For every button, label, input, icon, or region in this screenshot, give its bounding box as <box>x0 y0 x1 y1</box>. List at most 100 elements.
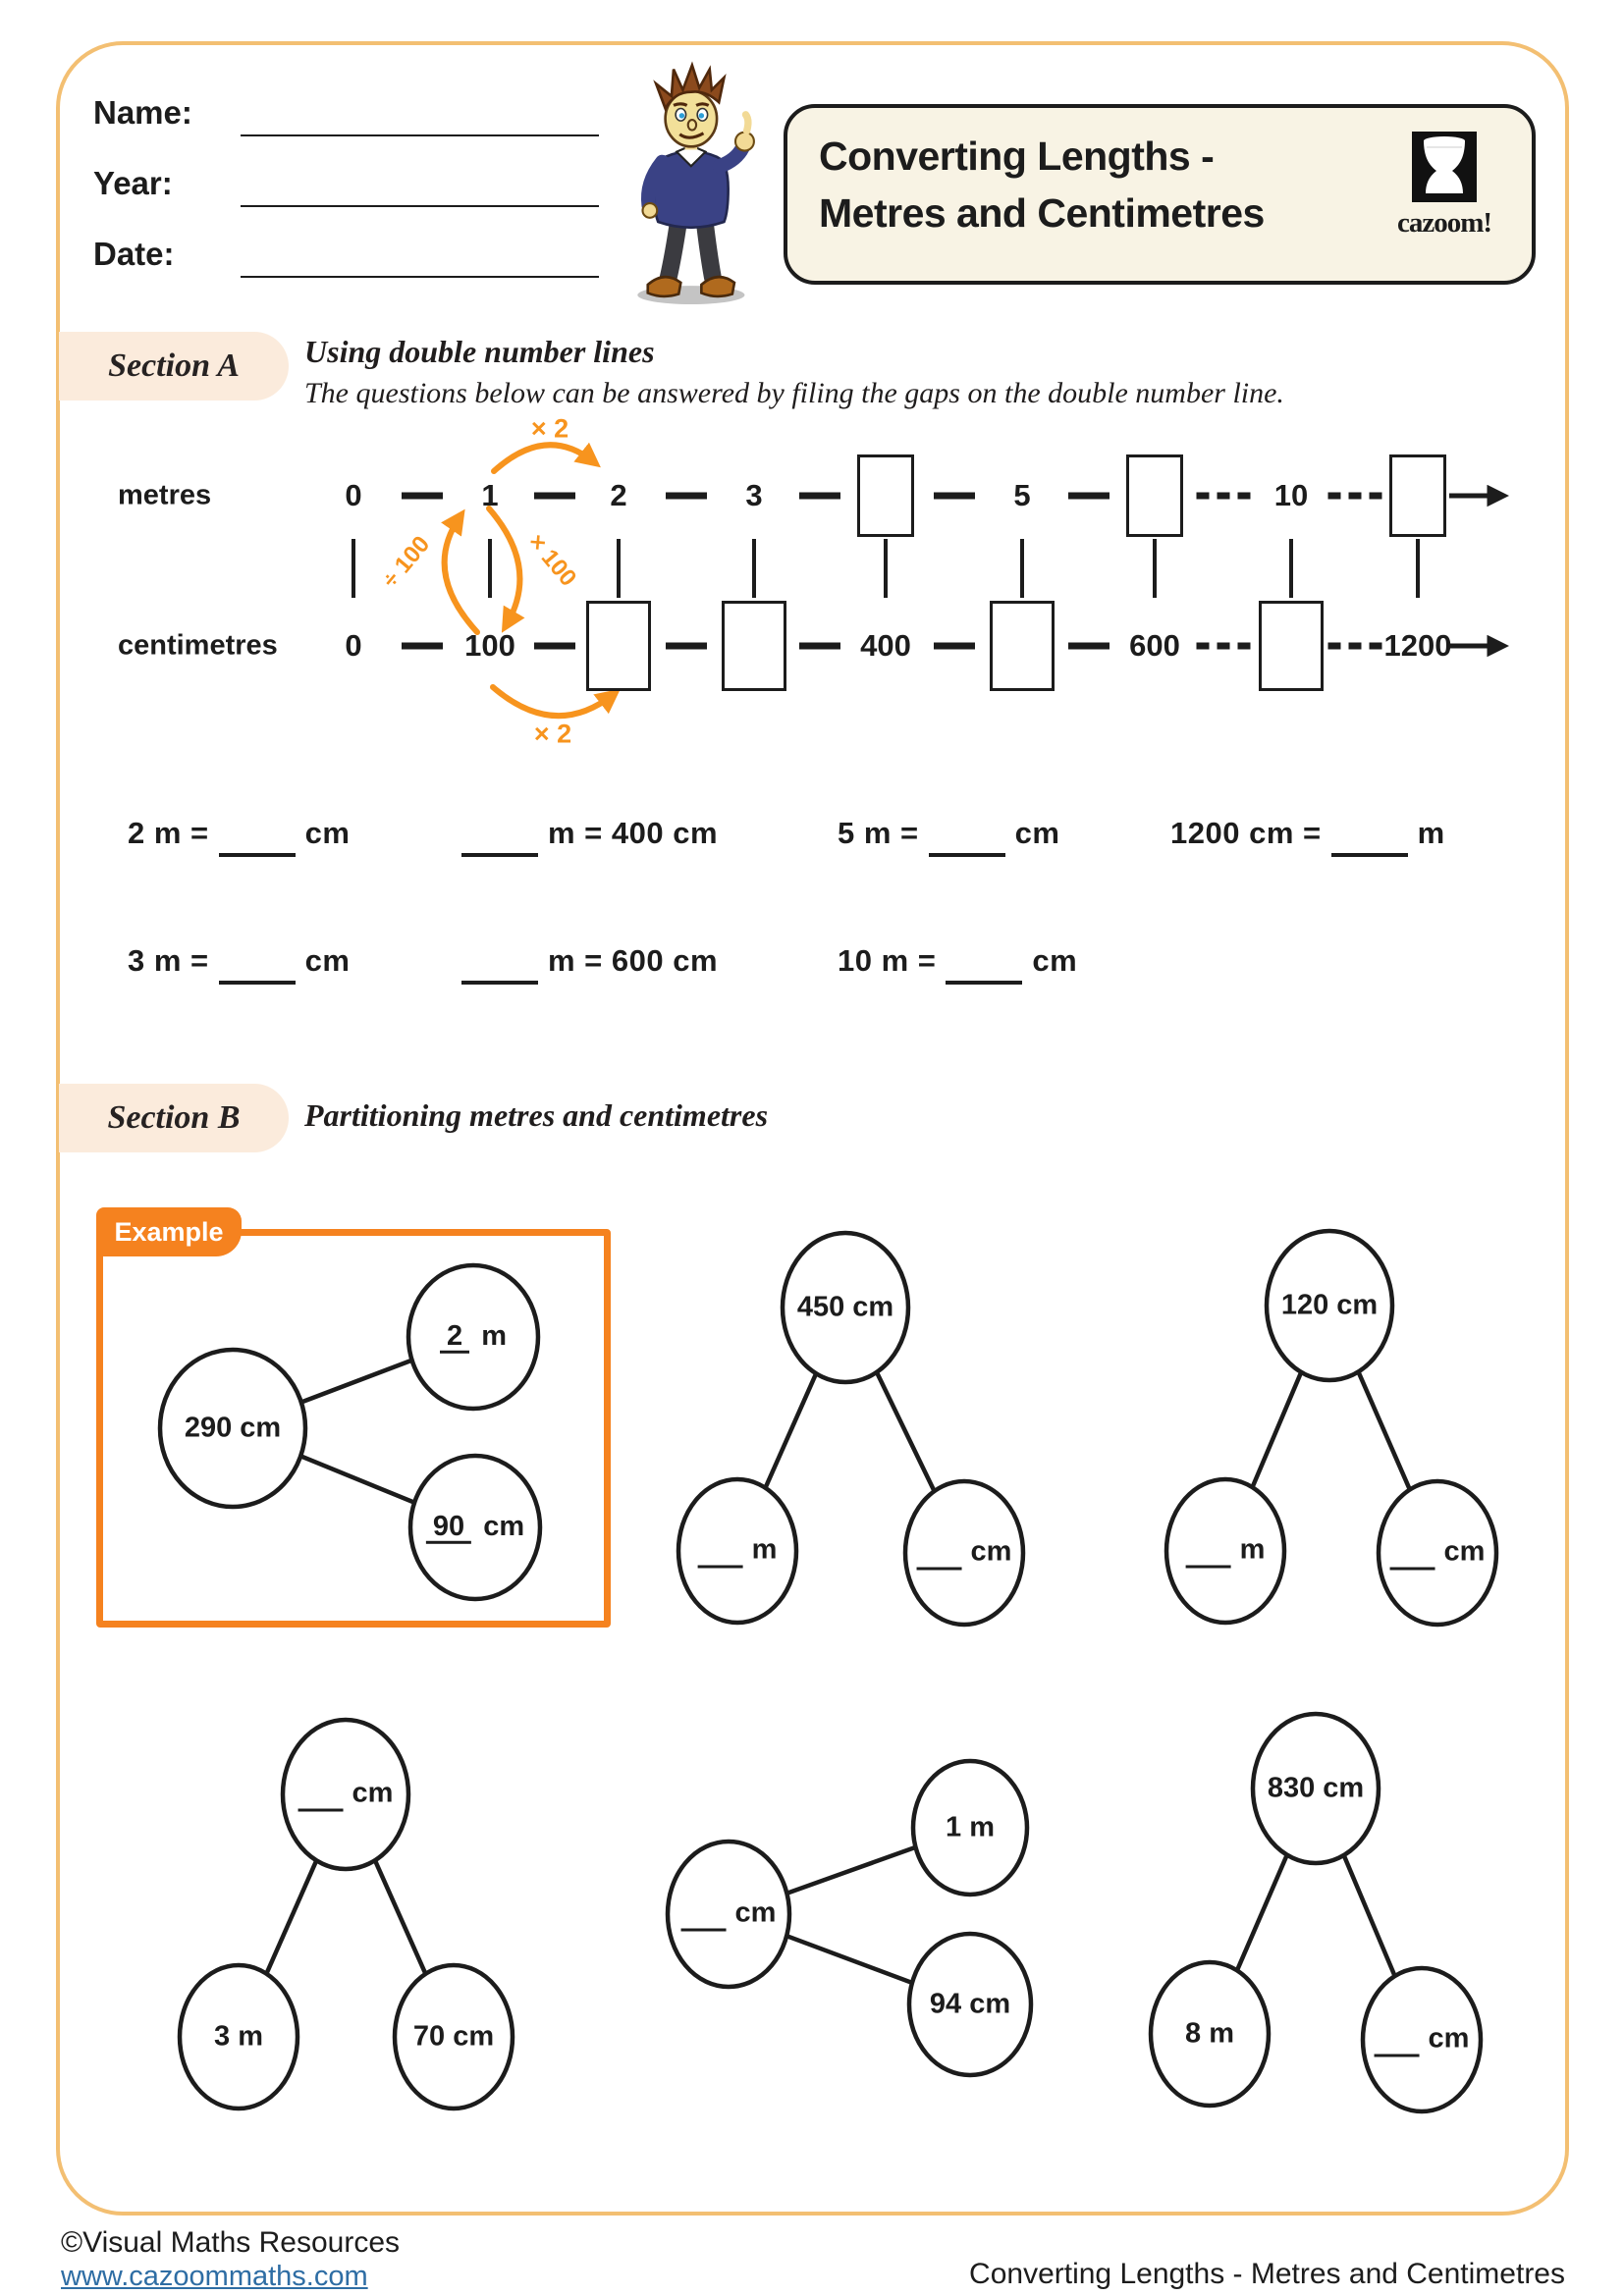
numberline-tick <box>1416 539 1420 598</box>
numberline-connector <box>1067 492 1110 500</box>
worksheet-title-box: Converting Lengths - Metres and Centimet… <box>784 104 1536 285</box>
footer-website-link[interactable]: www.cazoommaths.com <box>61 2261 368 2292</box>
circle-answer-blank[interactable] <box>1374 2031 1420 2057</box>
numberline-answer-box[interactable] <box>1126 454 1183 537</box>
numberline-tick <box>752 539 756 598</box>
numberline-connector-dashed <box>1327 642 1381 650</box>
conversion-equation: 5 m = cm <box>838 816 1059 857</box>
cazoom-logo-icon <box>1412 132 1477 202</box>
numberline-value: 2 <box>610 478 627 512</box>
equation-text: cm <box>304 943 351 978</box>
numberline-connector-dashed <box>1196 492 1250 500</box>
equation-answer-blank[interactable] <box>946 954 1023 985</box>
numberline-connector <box>933 492 975 500</box>
numberline-answer-box[interactable] <box>857 454 914 537</box>
numberline-value: 0 <box>345 478 362 512</box>
numberline-connector <box>666 492 707 500</box>
numberline-tick <box>1289 539 1293 598</box>
equation-answer-blank[interactable] <box>218 827 296 857</box>
example-answer-value: 90 <box>425 1511 472 1545</box>
numberline-connector <box>799 642 840 650</box>
year-label: Year: <box>93 165 173 201</box>
equation-answer-blank[interactable] <box>461 827 538 857</box>
circle-label: 450 cm <box>796 1291 894 1323</box>
numberline-tick <box>1020 539 1024 598</box>
circle-label: 70 cm <box>412 2020 495 2053</box>
circle-label: 830 cm <box>1267 1772 1365 1804</box>
worksheet-title-line2: Metres and Centimetres <box>819 190 1265 236</box>
cazoom-logo-text: cazoom! <box>1396 207 1492 239</box>
circle-answer-blank[interactable] <box>697 1542 743 1569</box>
year-input-line[interactable] <box>241 205 599 207</box>
circle-label: cm <box>916 1536 1011 1571</box>
numberline-tick <box>1153 539 1157 598</box>
circle-answer-blank[interactable] <box>298 1786 344 1812</box>
example-answer-value: 2 <box>440 1320 470 1355</box>
numberline-tick <box>488 539 492 598</box>
numberline-value: 3 <box>745 478 763 512</box>
numberline-value: 5 <box>1013 478 1031 512</box>
equation-text: m = 400 cm <box>548 816 719 850</box>
times-2-annotation-bottom: × 2 <box>533 719 572 749</box>
circle-answer-blank[interactable] <box>680 1905 727 1932</box>
footer-worksheet-title: Converting Lengths - Metres and Centimet… <box>969 2258 1565 2290</box>
section-b-heading: Partitioning metres and centimetres <box>304 1097 769 1133</box>
numberline-answer-box[interactable] <box>990 601 1055 691</box>
numberline-value: 1200 <box>1383 628 1452 663</box>
numberline-value: 1 <box>481 478 499 512</box>
times-2-annotation-top: × 2 <box>530 413 569 444</box>
numberline-answer-box[interactable] <box>586 601 651 691</box>
date-input-line[interactable] <box>241 276 599 278</box>
circle-label: m <box>697 1534 777 1569</box>
circle-label: cm <box>680 1897 776 1932</box>
numberline-value: 10 <box>1273 478 1309 512</box>
equation-answer-blank[interactable] <box>1330 827 1408 857</box>
name-input-line[interactable] <box>241 134 599 136</box>
numberline-value: 100 <box>464 628 515 663</box>
numberline-connector <box>1067 642 1110 650</box>
numberline-connector <box>933 642 975 650</box>
circle-answer-blank[interactable] <box>1185 1542 1231 1569</box>
circle-label: 2 m <box>440 1320 507 1355</box>
conversion-equation: 3 m = cm <box>128 943 350 985</box>
circle-answer-blank[interactable] <box>1389 1544 1435 1571</box>
equation-text: 3 m = <box>128 943 209 978</box>
equation-text: 10 m = <box>838 943 937 978</box>
equation-text: 5 m = <box>838 816 919 850</box>
numberline-connector <box>533 492 575 500</box>
section-a-subheading: The questions below can be answered by f… <box>304 377 1284 409</box>
numberline-connector <box>666 642 707 650</box>
numberline-tick <box>352 539 355 598</box>
numberline-value: 600 <box>1129 628 1180 663</box>
numberline-connector <box>533 642 575 650</box>
equation-text: cm <box>304 816 351 850</box>
equation-answer-blank[interactable] <box>218 954 296 985</box>
circle-label: 290 cm <box>184 1412 282 1444</box>
numberline-connector <box>401 492 443 500</box>
boy-mascot-illustration <box>637 61 755 304</box>
numberline-connector <box>401 642 443 650</box>
numberline-answer-box[interactable] <box>1389 454 1446 537</box>
equation-text: 2 m = <box>128 816 209 850</box>
numberline-tick <box>884 539 888 598</box>
section-a-label: Section A <box>59 332 289 400</box>
equation-text: cm <box>1032 943 1078 978</box>
equation-answer-blank[interactable] <box>461 954 538 985</box>
equation-text: cm <box>1014 816 1060 850</box>
circle-label: cm <box>298 1778 393 1812</box>
circle-label: cm <box>1374 2023 1469 2057</box>
circle-answer-blank[interactable] <box>916 1544 962 1571</box>
numberline-tick <box>617 539 621 598</box>
numberline-value: 400 <box>860 628 911 663</box>
circle-label: cm <box>1389 1536 1485 1571</box>
numberline-answer-box[interactable] <box>1259 601 1324 691</box>
numberline-answer-box[interactable] <box>722 601 786 691</box>
equation-text: m = 600 cm <box>548 943 719 978</box>
circle-label: 94 cm <box>929 1988 1011 2020</box>
example-box <box>96 1229 611 1628</box>
numberline-connector-dashed <box>1327 492 1381 500</box>
numberline-connector-dashed <box>1196 642 1250 650</box>
circle-label: m <box>1185 1534 1265 1569</box>
equation-answer-blank[interactable] <box>928 827 1005 857</box>
